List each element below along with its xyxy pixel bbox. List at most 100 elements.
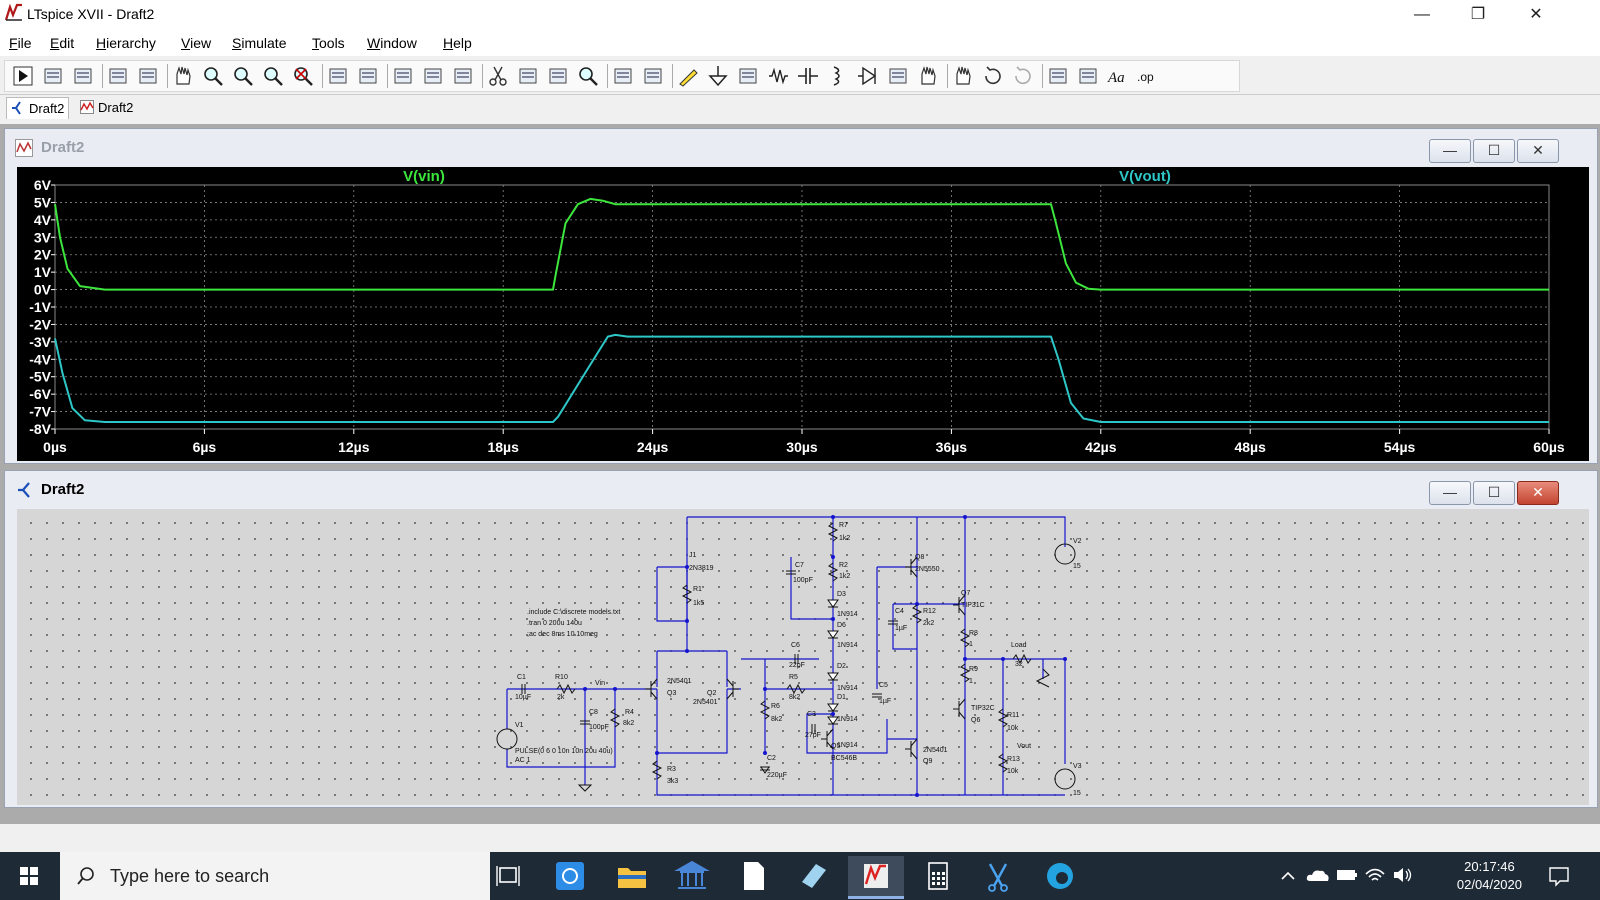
grid-button[interactable] xyxy=(356,64,380,88)
component-label-r7[interactable]: R7 xyxy=(839,522,848,529)
battery-icon[interactable] xyxy=(1336,867,1358,883)
component-label-j1[interactable]: J1 xyxy=(689,552,697,559)
paste-button[interactable] xyxy=(546,64,570,88)
component-label-v2[interactable]: V2 xyxy=(1073,538,1082,545)
component-label-r4v[interactable]: 8k2 xyxy=(623,720,634,727)
component-label-q2[interactable]: Q2 xyxy=(707,690,716,697)
legend-vvout[interactable]: V(vout) xyxy=(1119,168,1171,185)
v3-source-icon[interactable] xyxy=(1054,768,1076,790)
component-label-q2m[interactable]: 2N5401 xyxy=(693,699,718,706)
menu-help[interactable]: Help xyxy=(443,35,472,51)
schematic-minimize-button[interactable]: — xyxy=(1429,481,1471,505)
maximize-button[interactable]: ❐ xyxy=(1470,6,1486,23)
component-label-d6m[interactable]: 1N914 xyxy=(837,642,858,649)
taskbar-search-box[interactable]: Type here to search xyxy=(60,852,490,900)
component-label-c6v[interactable]: 22pF xyxy=(789,662,805,669)
text-button[interactable]: Aa xyxy=(1106,64,1130,88)
component-label-c4v[interactable]: 1µF xyxy=(895,625,907,632)
taskbar-app-task-view[interactable] xyxy=(480,856,536,896)
component-label-r7v[interactable]: 1k2 xyxy=(839,535,850,542)
component-label-j1m[interactable]: 2N3819 xyxy=(689,565,714,572)
waveform-minimize-button[interactable]: — xyxy=(1429,139,1471,163)
schematic-close-button[interactable]: ✕ xyxy=(1517,481,1559,505)
component-label-r1v[interactable]: 1k5 xyxy=(693,600,704,607)
component-label-r8[interactable]: R8 xyxy=(969,630,978,637)
component-label-q9[interactable]: Q9 xyxy=(923,758,932,765)
chevron-up-icon[interactable] xyxy=(1280,868,1296,884)
component-label-r9v[interactable]: 1 xyxy=(969,678,973,685)
halt-button[interactable] xyxy=(136,64,160,88)
component-label-r4[interactable]: R4 xyxy=(625,709,634,716)
onedrive-icon[interactable] xyxy=(1306,867,1330,883)
component-label-c7[interactable]: C7 xyxy=(795,562,804,569)
print-setup-button[interactable] xyxy=(641,64,665,88)
component-label-d4m[interactable]: 1N914 xyxy=(837,742,858,749)
component-label-r10[interactable]: R10 xyxy=(555,674,568,681)
wifi-icon[interactable] xyxy=(1364,866,1386,884)
save-button[interactable] xyxy=(71,64,95,88)
v1-source-icon[interactable] xyxy=(496,728,518,750)
component-label-v1[interactable]: V1 xyxy=(515,722,524,729)
find-button[interactable] xyxy=(576,64,600,88)
notifications-icon[interactable] xyxy=(1548,865,1570,887)
volume-icon[interactable] xyxy=(1392,866,1414,884)
waveform-window-titlebar[interactable]: Draft2 — ☐ ✕ xyxy=(5,129,1597,167)
series-line-vvout[interactable] xyxy=(54,333,1549,423)
component-label-q8[interactable]: Q8 xyxy=(915,554,924,561)
zoom-cancel-button[interactable] xyxy=(291,64,315,88)
inductor-button[interactable] xyxy=(826,64,850,88)
spice-directives[interactable]: .include C:\discrete models.txt .tran 0 … xyxy=(515,609,620,764)
component-label-r6v[interactable]: 8k2 xyxy=(771,716,782,723)
component-button[interactable] xyxy=(886,64,910,88)
menu-simulate[interactable]: Simulate xyxy=(232,35,287,51)
component-label-c1v[interactable]: 10µF xyxy=(515,694,531,701)
component-label-r11v[interactable]: 10k xyxy=(1007,725,1019,732)
move-button[interactable] xyxy=(916,64,940,88)
zoom-fit-button[interactable] xyxy=(231,64,255,88)
component-label-c6[interactable]: C6 xyxy=(791,642,800,649)
capacitor-button[interactable] xyxy=(796,64,820,88)
component-label-r6[interactable]: R6 xyxy=(771,703,780,710)
waveform-close-button[interactable]: ✕ xyxy=(1517,139,1559,163)
redo-button[interactable] xyxy=(1011,64,1035,88)
diode-button[interactable] xyxy=(856,64,880,88)
menu-view[interactable]: View xyxy=(181,35,212,51)
component-label-c8[interactable]: C8 xyxy=(589,709,598,716)
component-label-c7v[interactable]: 100pF xyxy=(793,577,813,584)
menu-window[interactable]: Window xyxy=(367,35,417,51)
schematic-window-titlebar[interactable]: Draft2 — ☐ ✕ xyxy=(5,471,1597,509)
component-label-q6[interactable]: Q6 xyxy=(971,717,980,724)
component-label-r3v[interactable]: 3k3 xyxy=(667,778,678,785)
component-label-c4[interactable]: C4 xyxy=(895,608,904,615)
print-button[interactable] xyxy=(611,64,635,88)
menu-tools[interactable]: Tools xyxy=(312,35,345,51)
component-label-d2[interactable]: D2 xyxy=(837,663,846,670)
component-label-q3m[interactable]: 2N5401 xyxy=(667,678,692,685)
component-label-c1[interactable]: C1 xyxy=(517,674,526,681)
component-label-q3[interactable]: Q3 xyxy=(667,690,676,697)
component-label-c3[interactable]: C3 xyxy=(807,711,816,718)
component-label-c5v[interactable]: 1µF xyxy=(879,698,891,705)
open-button[interactable] xyxy=(41,64,65,88)
component-label-q7m[interactable]: TIP31C xyxy=(961,602,985,609)
undo-button[interactable] xyxy=(981,64,1005,88)
zoom-out-button[interactable] xyxy=(261,64,285,88)
close-button[interactable]: ✕ xyxy=(1529,6,1543,23)
spice-directive-button[interactable]: .op xyxy=(1136,64,1160,88)
tab-schematic[interactable]: Draft2 xyxy=(6,97,70,119)
series-line-vvin[interactable] xyxy=(54,197,1549,291)
mirror-button[interactable] xyxy=(1076,64,1100,88)
component-label-r11[interactable]: R11 xyxy=(1007,712,1019,719)
component-label-q7[interactable]: Q7 xyxy=(961,590,970,597)
wire-button[interactable] xyxy=(676,64,700,88)
ground-button[interactable] xyxy=(706,64,730,88)
component-label-d2m[interactable]: 1N914 xyxy=(837,685,858,692)
zoom-in-button[interactable] xyxy=(201,64,225,88)
taskbar-app-notes[interactable] xyxy=(786,856,842,896)
autorange-button[interactable] xyxy=(326,64,350,88)
taskbar-app-calculator[interactable] xyxy=(910,856,966,896)
component-label-q5m[interactable]: BC546B xyxy=(831,755,857,762)
taskbar-app-snipping-tool[interactable] xyxy=(970,856,1026,896)
component-label-r2[interactable]: R2 xyxy=(839,562,848,569)
